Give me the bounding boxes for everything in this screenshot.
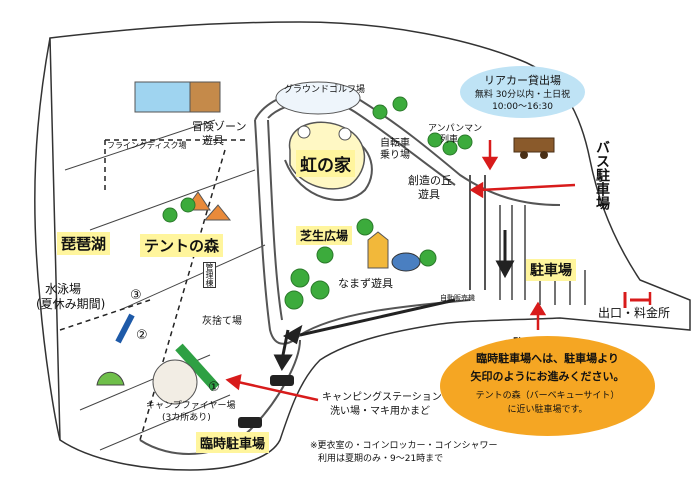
label-anpanman-2: 列車 [440,135,459,145]
label-footnote-2: 利用は夏期のみ・9～21時まで [318,454,444,464]
label-niji-no-ie: 虹の家 [296,150,355,177]
label-sozo-2: 遊具 [418,188,440,201]
rental-bubble [460,66,585,118]
label-sozo-1: 創造の丘 [408,174,452,187]
red-arrows [225,140,652,402]
label-exit: 出口・料金所 [598,306,671,320]
rental-title: リアカー貸出場 [484,74,561,87]
green-path [175,343,220,392]
cart-icon [513,137,555,153]
label-biwako: 琵琶湖 [57,232,111,255]
label-swim-1: 水泳場 [45,282,82,296]
car-icon [238,375,294,428]
label-flying-disc: フライングディスク場 [107,141,187,150]
notice-bubble [440,336,655,436]
label-shibafu: 芝生広場 [296,226,353,245]
marker-3: ③ [130,288,142,303]
notice-line2: 矢印のようにお進みください。 [470,370,625,383]
lake-shore [34,37,61,441]
label-bus-parking: バス駐車場 [594,140,610,210]
slide-icon [367,231,389,269]
catfish-icon [391,252,421,272]
notice-line4: に近い駐車場です。 [507,405,588,415]
ground-golf-field [275,81,361,115]
label-camp-2: (3カ所あり) [162,413,211,423]
label-bicycle-1: 自転車 [380,138,410,149]
label-camping-station-1: キャンピングステーション [322,392,442,403]
label-ash: 灰捨て場 [202,316,242,327]
label-namazu: なまず遊具 [338,277,393,290]
notice-line1: 臨時駐車場へは、駐車場より [476,352,619,365]
label-ground-golf: グラウンドゴルフ場 [284,85,366,95]
label-management-building: 管理棟 [203,262,216,288]
label-footnote-1: ※更衣室の・コインロッカー・コインシャワー [310,441,498,451]
label-temp-parking: 臨時駐車場 [196,432,270,453]
label-anpanman-1: アンパンマン [428,124,483,134]
label-vending: 自動販売機 [440,294,475,302]
rental-line2: 10:00～16:30 [492,102,553,112]
marker-1: ① [208,380,220,395]
label-bicycle-2: 乗り場 [380,150,410,161]
main-road [254,119,471,345]
label-camping-station-2: 洗い場・マキ用かまど [330,406,430,417]
campfire-area [152,359,198,405]
marker-2: ② [136,328,148,343]
label-tent-forest: テントの森 [140,234,224,257]
label-adventure-zone: 冒険ゾーン [192,120,247,133]
label-parking: 駐車場 [526,259,576,281]
rental-line1: 無料 30分以内・土日祝 [474,90,571,100]
label-adventure-zone-2: 遊具 [202,134,224,147]
green-tent [96,371,125,386]
label-camp-1: キャンプファイヤー場 [146,401,236,411]
notice-line3: テントの森（バーベキューサイト） [475,391,620,401]
adventure-photo [134,81,191,113]
label-swim-2: (夏休み期間) [36,297,106,311]
